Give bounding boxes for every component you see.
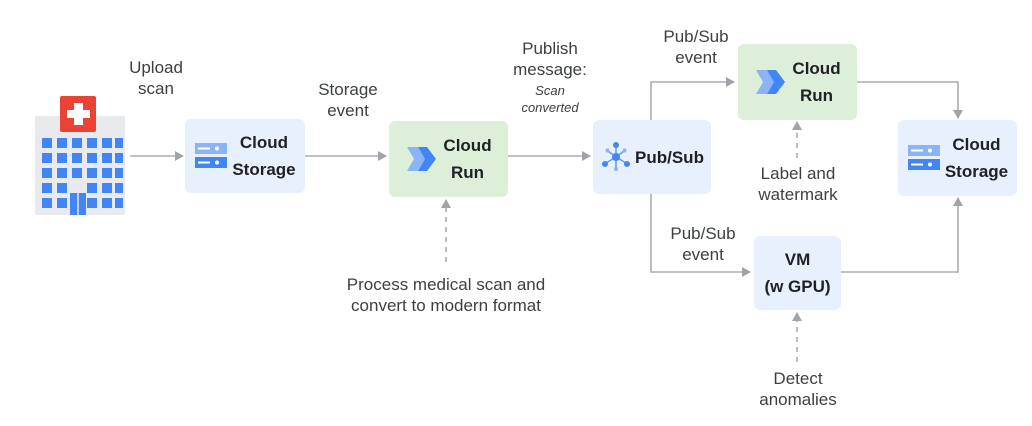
pubsub-event-bottom-label: Pub/Sub event: [657, 223, 749, 265]
publish-message-label: Publish message:: [500, 38, 600, 80]
pubsub-event-bottom-line1: Pub/Sub: [670, 224, 736, 243]
cloud-storage-output-node: Cloud Storage: [898, 120, 1017, 196]
cloud-run-convert-line1: Cloud: [443, 136, 492, 155]
pubsub-node: Pub/Sub: [593, 120, 711, 194]
process-line2: convert to modern format: [351, 296, 541, 315]
cloud-storage-input-line2: Storage: [232, 160, 296, 179]
arrow-vm-to-storage: [841, 197, 963, 273]
cloud-run-convert-line2: Run: [450, 163, 485, 182]
arrow-pubsub-to-vm: [650, 194, 751, 277]
storage-event-line1: Storage: [318, 80, 378, 99]
publish-line1: Publish: [522, 39, 578, 58]
hospital-icon: [35, 96, 125, 215]
vm-gpu-title: VM (w GPU): [764, 246, 830, 300]
cloud-storage-icon: [907, 145, 940, 170]
publish-line2: message:: [513, 60, 587, 79]
cloud-storage-output-line1: Cloud: [952, 135, 1001, 154]
pubsub-line1: Pub/Sub: [635, 147, 704, 167]
pubsub-title: Pub/Sub: [635, 144, 704, 171]
process-medical-scan-label: Process medical scan and convert to mode…: [326, 274, 566, 316]
cloud-run-icon: [407, 147, 437, 171]
pubsub-event-top-line2: event: [675, 48, 717, 67]
cloud-run-convert-node: Cloud Run: [389, 121, 508, 197]
publish-detail-line2: converted: [521, 100, 579, 115]
detect-anomalies-label: Detect anomalies: [742, 368, 854, 410]
label-watermark-line1: Label and: [760, 164, 836, 183]
upload-scan-label: Upload scan: [113, 57, 199, 99]
vm-line2: (w GPU): [764, 277, 831, 296]
cloud-run-label-title: Cloud Run: [792, 55, 840, 109]
cloud-run-label-node: Cloud Run: [738, 44, 857, 120]
pubsub-icon: [602, 142, 631, 171]
cloud-storage-input-line1: Cloud: [239, 133, 289, 152]
publish-detail-label: Scan converted: [500, 82, 600, 116]
vm-gpu-node: VM (w GPU): [754, 236, 841, 310]
cloud-run-label-line1: Cloud: [792, 59, 841, 78]
process-line1: Process medical scan and: [346, 275, 546, 294]
label-watermark-label: Label and watermark: [742, 163, 854, 205]
pubsub-event-bottom-line2: event: [682, 245, 724, 264]
pubsub-event-top-line1: Pub/Sub: [663, 27, 729, 46]
upload-scan-line1: Upload: [129, 58, 183, 77]
cloud-run-convert-title: Cloud Run: [443, 132, 491, 186]
cloud-storage-output-line2: Storage: [944, 162, 1009, 181]
detect-line2: anomalies: [759, 390, 837, 409]
storage-event-line2: event: [327, 101, 369, 120]
cloud-storage-output-title: Cloud Storage: [945, 131, 1008, 185]
arrow-pubsub-to-cloudrun-label: [650, 77, 735, 120]
publish-detail-line1: Scan: [535, 83, 565, 98]
cloud-run-label-line2: Run: [799, 86, 834, 105]
arrow-cloudrun-label-to-storage: [857, 81, 963, 119]
cloud-storage-icon: [195, 143, 228, 168]
cloud-run-icon: [756, 70, 786, 94]
label-watermark-line2: watermark: [758, 185, 838, 204]
detect-line1: Detect: [773, 369, 823, 388]
cloud-storage-input-node: Cloud Storage: [185, 119, 305, 193]
storage-event-label: Storage event: [300, 79, 396, 121]
pubsub-event-top-label: Pub/Sub event: [650, 26, 742, 68]
cloud-storage-input-title: Cloud Storage: [232, 129, 295, 183]
upload-scan-line2: scan: [138, 79, 174, 98]
vm-line1: VM: [784, 250, 811, 269]
